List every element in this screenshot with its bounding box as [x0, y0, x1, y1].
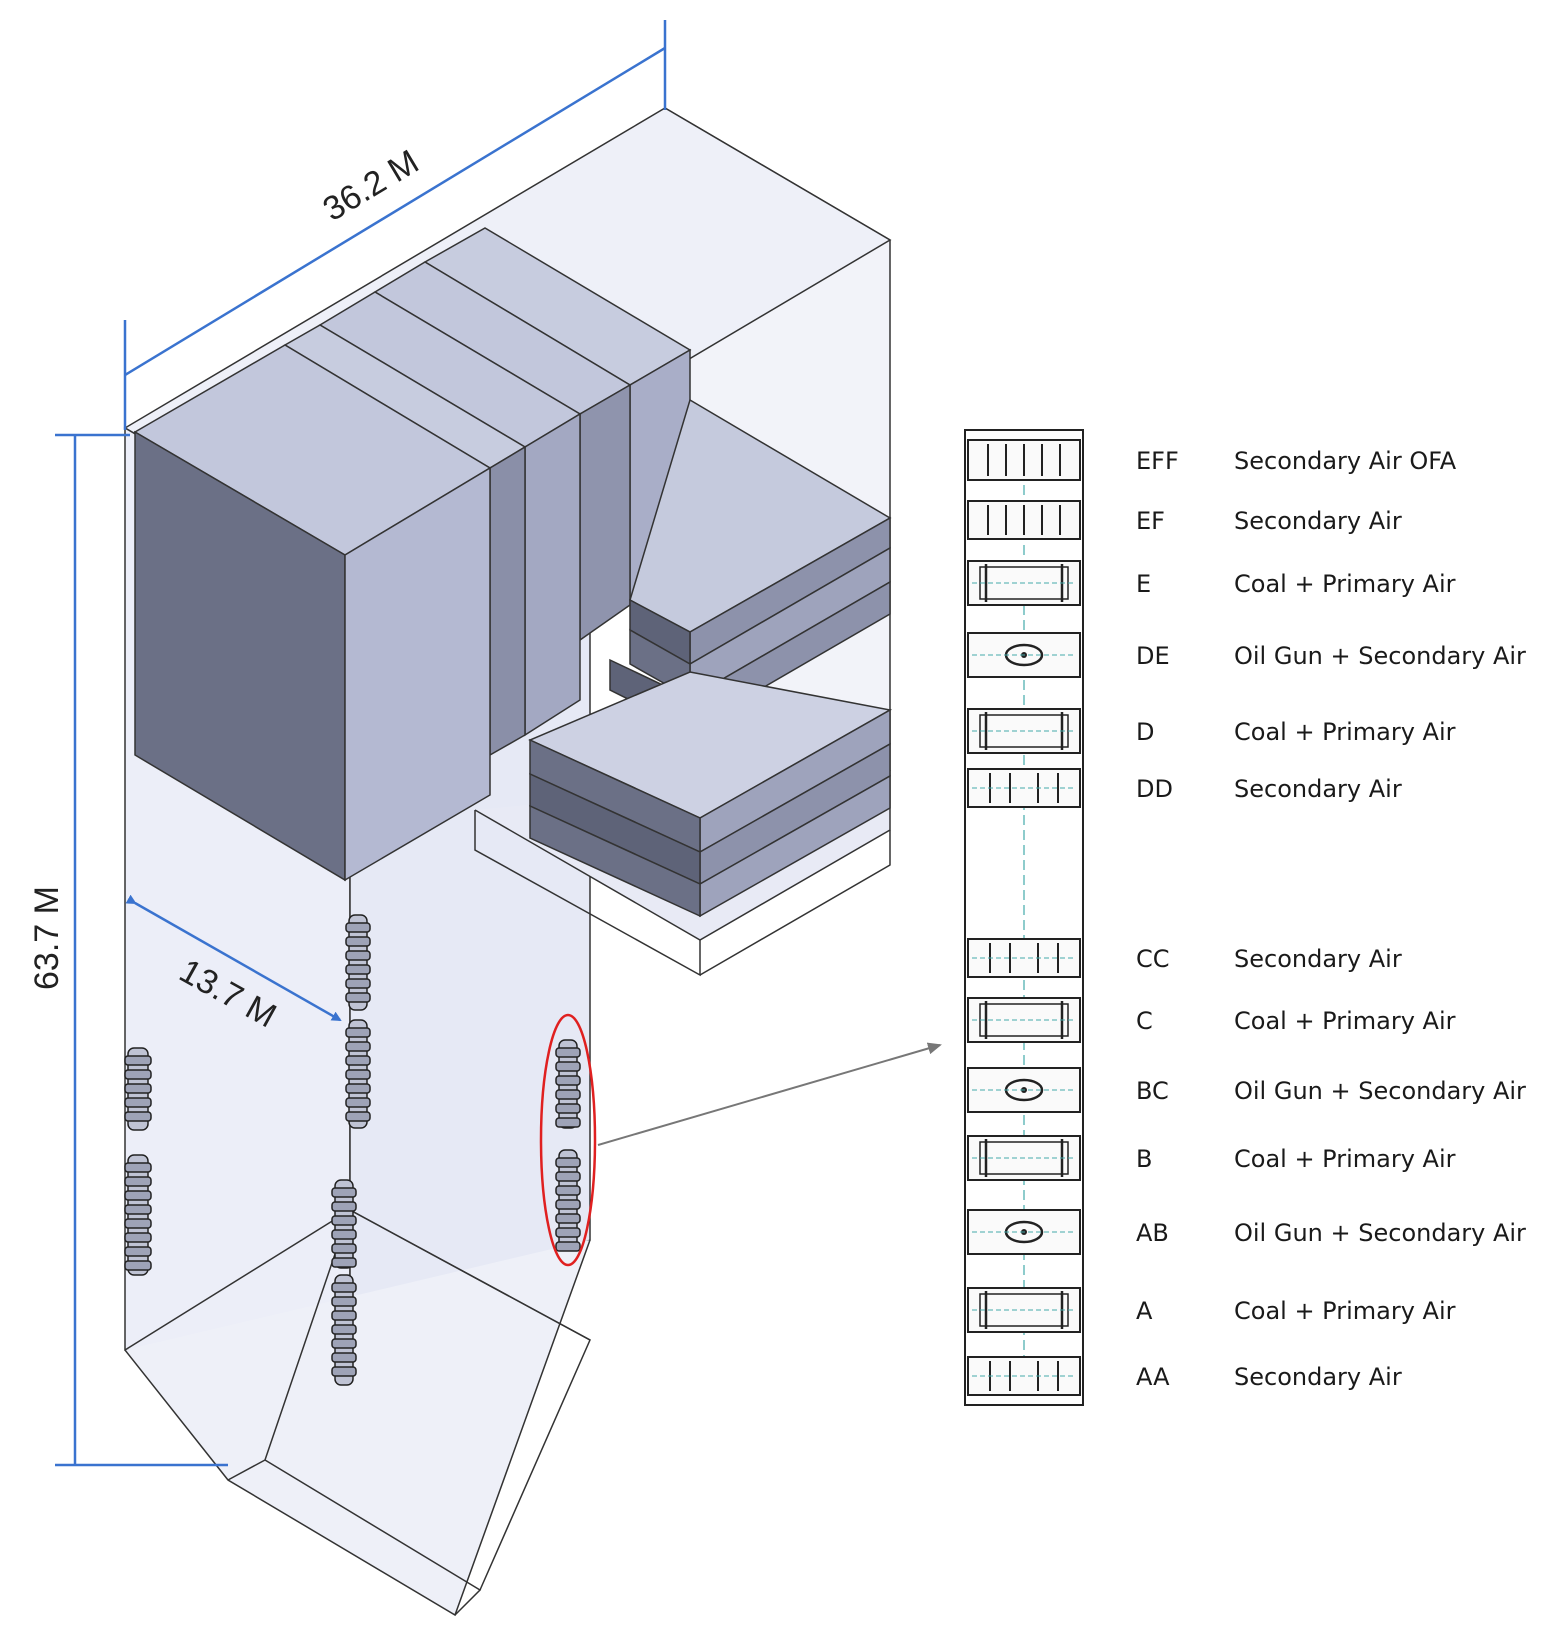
burner-column [345, 914, 371, 1011]
callout-ellipse [539, 1013, 597, 1267]
burner-column [124, 1154, 152, 1276]
legend-code: AB [1136, 1219, 1169, 1247]
burner-column [124, 1047, 152, 1131]
burner-columns [124, 914, 581, 1386]
legend-description: Coal + Primary Air [1234, 718, 1456, 746]
legend-row: D Coal + Primary Air [967, 708, 1456, 754]
legend-description: Secondary Air [1234, 775, 1402, 803]
legend-code: B [1136, 1145, 1152, 1173]
legend-code: EF [1136, 507, 1165, 535]
superheater-panels [133, 227, 692, 882]
legend-row: DD Secondary Air [967, 768, 1402, 808]
reheater-panels [528, 398, 893, 918]
legend-description: Coal + Primary Air [1234, 1145, 1456, 1173]
legend-row: EF Secondary Air [967, 500, 1402, 540]
burner-column [555, 1039, 581, 1129]
legend-row: C Coal + Primary Air [967, 997, 1456, 1043]
legend-description: Secondary Air [1234, 945, 1402, 973]
burner-column [345, 1019, 371, 1129]
burner-column [331, 1179, 357, 1269]
height-dimension-label: 63.7 M [28, 886, 66, 990]
legend-description: Secondary Air OFA [1234, 447, 1457, 475]
legend-description: Secondary Air [1234, 507, 1402, 535]
legend-row: BC Oil Gun + Secondary Air [967, 1067, 1526, 1113]
legend-description: Coal + Primary Air [1234, 570, 1456, 598]
dimension-lines [55, 20, 667, 1467]
legend-code: D [1136, 718, 1154, 746]
legend-code: CC [1136, 945, 1170, 973]
legend-code: DD [1136, 775, 1173, 803]
legend-code: AA [1136, 1363, 1170, 1391]
legend-code: BC [1136, 1077, 1169, 1105]
legend-code: EFF [1136, 447, 1179, 475]
legend-description: Oil Gun + Secondary Air [1234, 1077, 1526, 1105]
burner-column [555, 1149, 581, 1252]
legend-code: E [1136, 570, 1151, 598]
legend-description: Oil Gun + Secondary Air [1234, 1219, 1526, 1247]
legend-row: B Coal + Primary Air [967, 1135, 1456, 1181]
legend-description: Secondary Air [1234, 1363, 1402, 1391]
legend-description: Oil Gun + Secondary Air [1234, 642, 1526, 670]
legend-row: E Coal + Primary Air [967, 560, 1456, 606]
depth-dimension-label: 36.2 M [317, 143, 426, 229]
legend-code: DE [1136, 642, 1170, 670]
legend-code: A [1136, 1297, 1153, 1325]
legend-row: A Coal + Primary Air [967, 1287, 1456, 1333]
callout-arrow [597, 1042, 942, 1146]
legend-row: DE Oil Gun + Secondary Air [967, 632, 1526, 678]
legend-code: C [1136, 1007, 1153, 1035]
legend-description: Coal + Primary Air [1234, 1007, 1456, 1035]
legend-description: Coal + Primary Air [1234, 1297, 1456, 1325]
legend-row: EFF Secondary Air OFA [967, 439, 1457, 481]
burner-column [331, 1274, 357, 1386]
legend-row: CC Secondary Air [967, 938, 1402, 978]
legend-row: AA Secondary Air [967, 1356, 1402, 1396]
legend-row: AB Oil Gun + Secondary Air [967, 1209, 1526, 1255]
